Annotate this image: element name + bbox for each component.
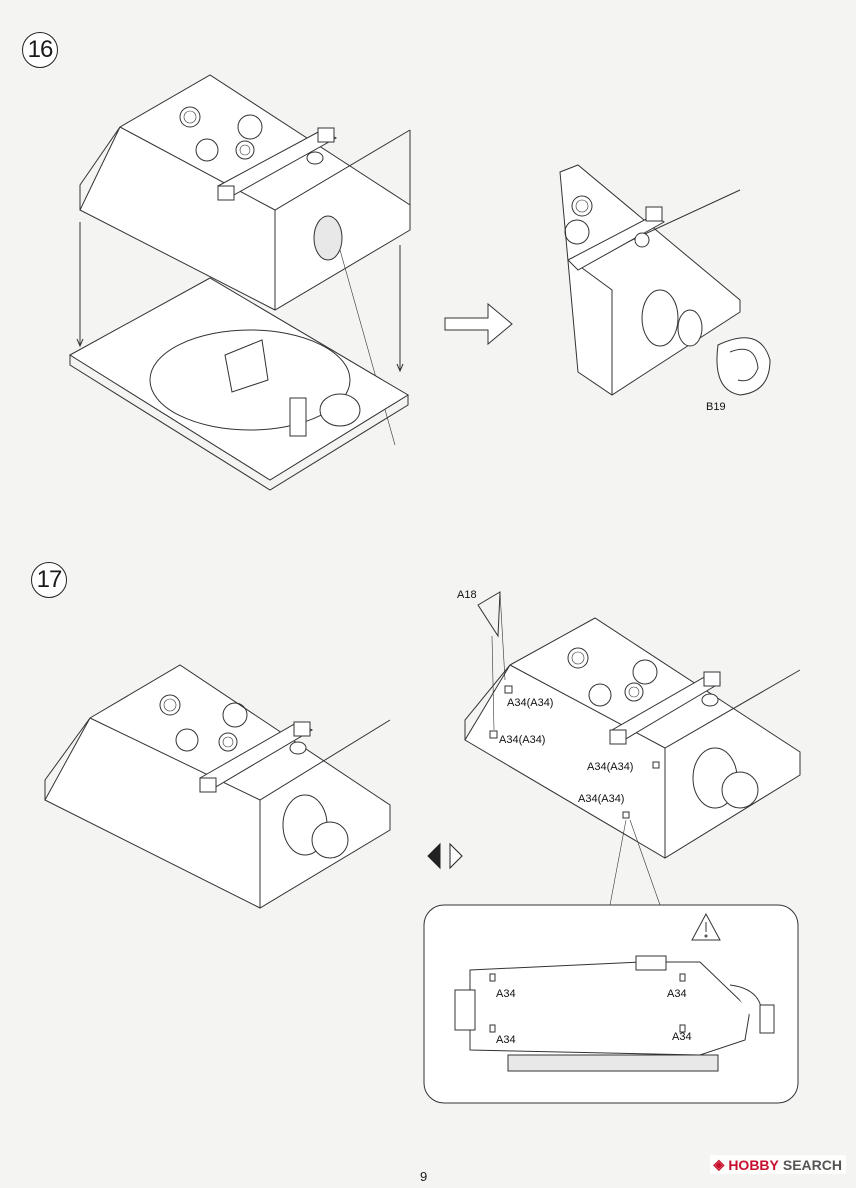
watermark-brand: HOBBY	[728, 1156, 779, 1173]
detail-callout-a34-3: A34	[496, 1034, 516, 1046]
callout-a34-1: A34(A34)	[507, 697, 554, 709]
step-16-number: 16	[22, 32, 58, 68]
step-17-number: 17	[31, 562, 67, 598]
callout-b19: B19	[706, 401, 726, 413]
callout-a34-4: A34(A34)	[578, 793, 625, 805]
step-16-turret-exploded	[69, 74, 411, 491]
detail-inset	[423, 904, 799, 1104]
detail-callout-a34-1: A34	[496, 988, 516, 1000]
callout-a18: A18	[457, 589, 477, 601]
step-16-result	[559, 164, 771, 396]
detail-callout-a34-4: A34	[672, 1031, 692, 1043]
rotate-view-icon	[427, 842, 463, 870]
step-17-turret-left	[44, 664, 391, 909]
step-17-turret-right	[464, 591, 801, 906]
hobbysearch-watermark: ◈ HOBBY SEARCH	[709, 1155, 846, 1174]
watermark-search: SEARCH	[782, 1156, 842, 1173]
watermark-logo-icon: ◈	[713, 1156, 725, 1172]
detail-callout-a34-2: A34	[667, 988, 687, 1000]
callout-a34-3: A34(A34)	[587, 761, 634, 773]
callout-a34-2: A34(A34)	[499, 734, 546, 746]
page-number: 9	[420, 1169, 428, 1184]
